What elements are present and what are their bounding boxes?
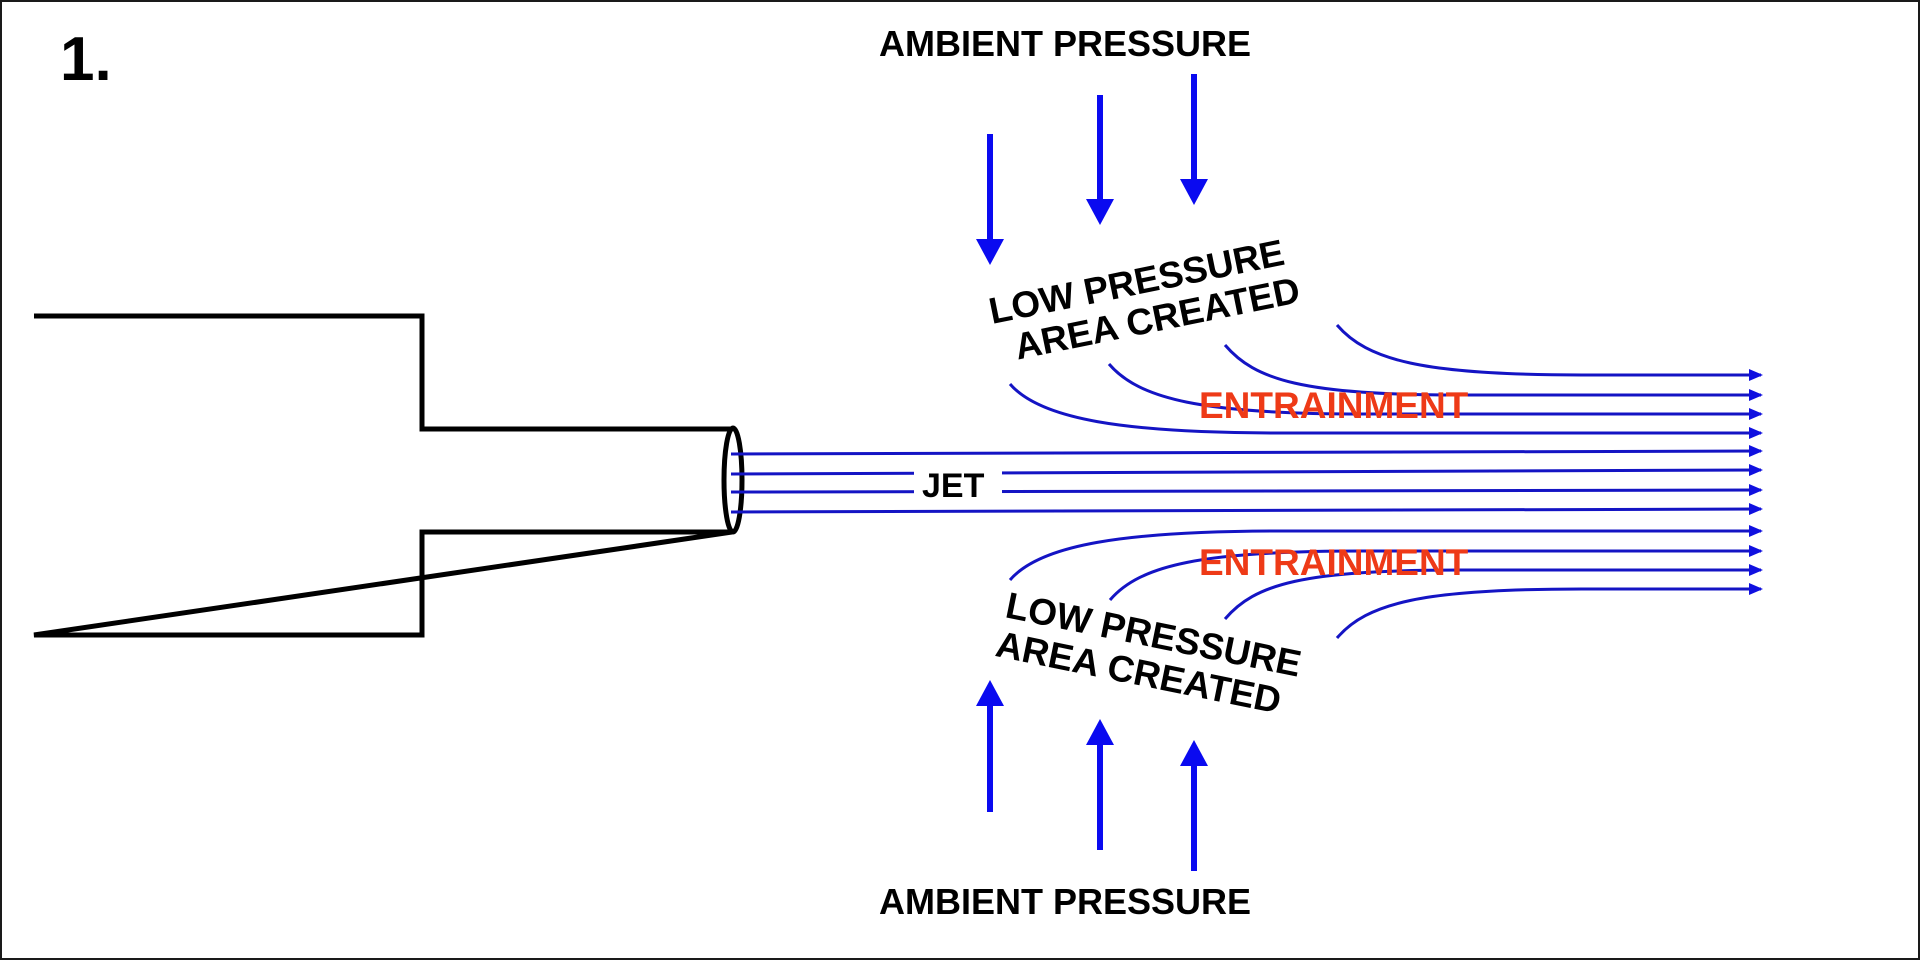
entrainment-label-top: ENTRAINMENT	[1199, 385, 1469, 426]
entrainment-streamline-bottom	[1335, 583, 1763, 639]
entrainment-streamline-bottom	[1008, 525, 1763, 581]
ambient-pressure-label-top: AMBIENT PRESSURE	[879, 23, 1251, 64]
entrainment-streamline-top	[1335, 324, 1763, 381]
ambient-pressure-arrows	[976, 74, 1208, 871]
arrow-head-icon	[1086, 199, 1114, 225]
figure-number: 1.	[60, 25, 112, 94]
jet-label: JET	[922, 467, 985, 505]
arrow-head-icon	[1180, 740, 1208, 766]
jet-streamline	[730, 503, 1763, 516]
jet-streamline	[730, 484, 1763, 497]
jet-streamline	[730, 464, 1763, 477]
ambient-pressure-arrow-up	[1086, 719, 1114, 850]
entrainment-streamline-top	[1008, 383, 1763, 439]
streamlines	[730, 324, 1763, 639]
ambient-pressure-arrow-down	[1086, 95, 1114, 225]
ambient-pressure-arrow-down	[1180, 74, 1208, 205]
jet-streamline	[730, 445, 1763, 458]
low-pressure-label-bottom: LOW PRESSURE AREA CREATED	[992, 585, 1304, 722]
ambient-pressure-arrow-up	[1180, 740, 1208, 871]
arrow-head-icon	[1086, 719, 1114, 745]
device-body-outline	[33, 313, 733, 638]
arrow-head-icon	[976, 680, 1004, 706]
entrainment-streamline-bottom	[1108, 545, 1763, 601]
ambient-pressure-arrow-down	[976, 134, 1004, 265]
arrow-head-icon	[1180, 179, 1208, 205]
entrainment-label-bottom: ENTRAINMENT	[1199, 542, 1469, 583]
entrainment-streamline-top	[1223, 344, 1763, 401]
jet-label-backing	[914, 464, 1002, 502]
entrainment-streamline-top	[1107, 363, 1763, 420]
ambient-pressure-arrow-up	[976, 680, 1004, 812]
entrainment-streamline-bottom	[1223, 564, 1763, 620]
ambient-pressure-label-bottom: AMBIENT PRESSURE	[879, 881, 1251, 922]
nozzle-exit	[721, 425, 745, 535]
low-pressure-label-top: LOW PRESSURE AREA CREATED	[985, 232, 1303, 368]
arrow-head-icon	[976, 239, 1004, 265]
